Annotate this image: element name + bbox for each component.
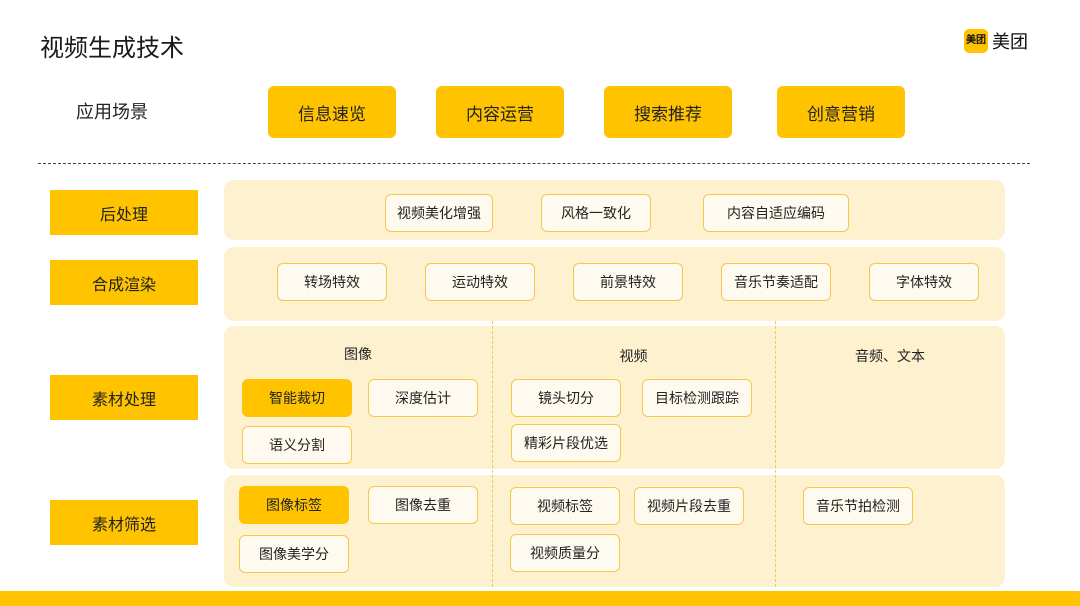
chip-object-tracking[interactable]: 目标检测跟踪 (642, 379, 752, 417)
row-label-post-processing: 后处理 (50, 190, 198, 235)
post-processing-panel: 视频美化增强 风格一致化 内容自适应编码 (224, 180, 1005, 240)
scene-button-content[interactable]: 内容运营 (436, 86, 564, 138)
chip-shot-segmentation[interactable]: 镜头切分 (511, 379, 621, 417)
chip-foreground-effect[interactable]: 前景特效 (573, 263, 683, 301)
column-title-image: 图像 (344, 347, 372, 363)
bottom-accent-bar (0, 591, 1080, 606)
chip-font-effect[interactable]: 字体特效 (869, 263, 979, 301)
chip-adaptive-encoding[interactable]: 内容自适应编码 (703, 194, 849, 232)
row-label-compositing: 合成渲染 (50, 260, 198, 305)
chip-video-tag[interactable]: 视频标签 (510, 487, 620, 525)
scene-button-search[interactable]: 搜索推荐 (604, 86, 732, 138)
chip-video-segment-dedup[interactable]: 视频片段去重 (634, 487, 744, 525)
chip-music-rhythm[interactable]: 音乐节奏适配 (721, 263, 831, 301)
logo-mark-icon: 美团 (964, 29, 988, 53)
page-title: 视频生成技术 (40, 34, 184, 62)
section-divider (38, 163, 1030, 164)
chip-video-quality[interactable]: 视频质量分 (510, 534, 620, 572)
chip-semantic-segmentation[interactable]: 语义分割 (242, 426, 352, 464)
material-filtering-panel: 图像标签 图像去重 图像美学分 视频标签 视频片段去重 视频质量分 音乐节拍检测 (224, 475, 1005, 587)
chip-smart-crop[interactable]: 智能裁切 (242, 379, 352, 417)
column-divider-left (492, 321, 493, 587)
column-title-audio-text: 音频、文本 (855, 349, 925, 365)
chip-video-enhance[interactable]: 视频美化增强 (385, 194, 493, 232)
scene-button-info[interactable]: 信息速览 (268, 86, 396, 138)
column-divider-right (775, 321, 776, 587)
compositing-panel: 转场特效 运动特效 前景特效 音乐节奏适配 字体特效 (224, 247, 1005, 321)
row-label-material-processing: 素材处理 (50, 375, 198, 420)
meituan-logo: 美团 美团 (964, 29, 1028, 53)
chip-motion-effect[interactable]: 运动特效 (425, 263, 535, 301)
chip-beat-detection[interactable]: 音乐节拍检测 (803, 487, 913, 525)
row-label-material-filtering: 素材筛选 (50, 500, 198, 545)
column-title-video: 视频 (619, 349, 648, 365)
logo-text: 美团 (992, 32, 1028, 53)
chip-image-dedup[interactable]: 图像去重 (368, 486, 478, 524)
chip-highlight-selection[interactable]: 精彩片段优选 (511, 424, 621, 462)
scene-button-marketing[interactable]: 创意营销 (777, 86, 905, 138)
chip-image-tag[interactable]: 图像标签 (239, 486, 349, 524)
scenes-label: 应用场景 (76, 102, 148, 123)
chip-style-consistency[interactable]: 风格一致化 (541, 194, 651, 232)
chip-depth-estimation[interactable]: 深度估计 (368, 379, 478, 417)
chip-image-aesthetics[interactable]: 图像美学分 (239, 535, 349, 573)
chip-transition-effect[interactable]: 转场特效 (277, 263, 387, 301)
material-processing-panel: 图像 视频 音频、文本 智能裁切 深度估计 语义分割 镜头切分 目标检测跟踪 精… (224, 326, 1005, 469)
